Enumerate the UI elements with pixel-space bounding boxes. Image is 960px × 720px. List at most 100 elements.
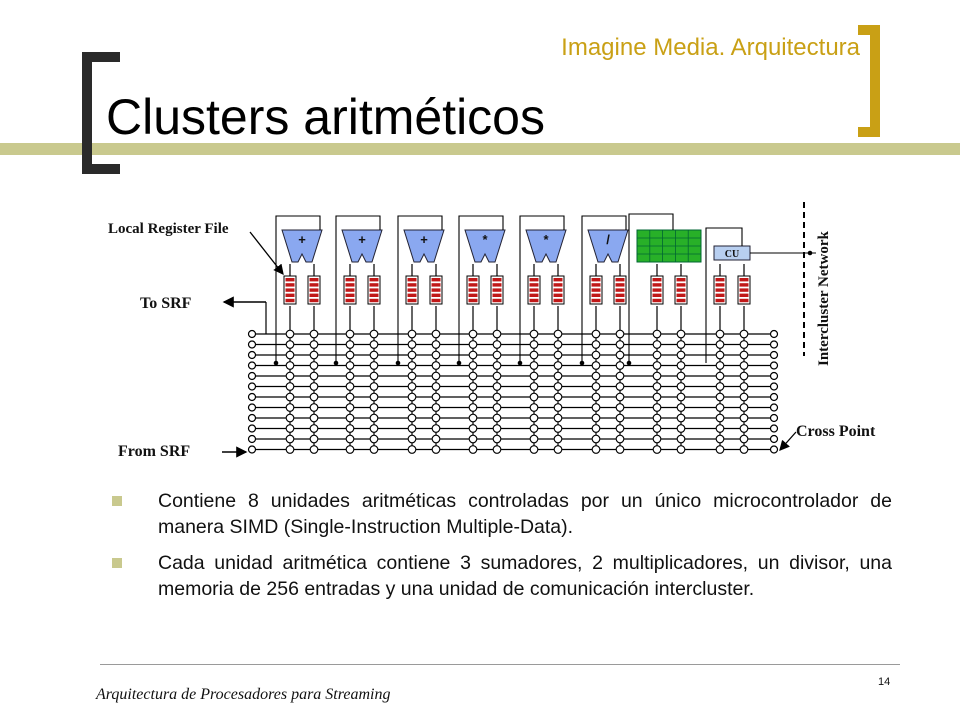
- cross-point-node: [553, 340, 563, 349]
- cross-point-node: [591, 350, 601, 360]
- register-cell: [615, 298, 625, 303]
- bus-right-node: [769, 371, 779, 381]
- cross-point-node: [492, 403, 502, 412]
- cross-point-node: [431, 434, 441, 444]
- feedback-path: [335, 215, 381, 363]
- cross-point-node: [529, 413, 539, 423]
- cross-point-node: [369, 382, 379, 391]
- cross-point-node: [615, 382, 625, 391]
- register-cell: [715, 278, 725, 282]
- cross-point-node: [285, 340, 295, 349]
- cross-point-node: [431, 371, 441, 381]
- cross-point-node: [492, 371, 502, 381]
- cross-point-node: [615, 350, 625, 360]
- register-cell: [553, 293, 563, 297]
- register-cell: [309, 278, 319, 282]
- cross-point-node: [529, 340, 539, 349]
- cross-point-node: [553, 382, 563, 391]
- bullet-item: Cada unidad aritmética contiene 3 sumado…: [112, 550, 892, 602]
- cross-point-node: [676, 403, 686, 412]
- cross-point-node: [615, 371, 625, 381]
- register-cell: [492, 293, 502, 297]
- cross-point-node: [345, 340, 355, 349]
- feedback-junction: [456, 360, 462, 366]
- cross-point-node: [407, 413, 417, 423]
- cross-point-node: [309, 371, 319, 381]
- cross-point-node: [492, 350, 502, 360]
- slide-subtitle: Imagine Media. Arquitectura: [561, 34, 860, 61]
- register-cell: [652, 288, 662, 292]
- register-cell: [431, 293, 441, 297]
- register-cell: [407, 288, 417, 292]
- register-cell: [715, 298, 725, 303]
- cross-point-node: [407, 434, 417, 444]
- cross-point-node: [615, 361, 625, 370]
- cross-point-node: [715, 340, 725, 349]
- cross-point-node: [369, 350, 379, 360]
- cross-point-node: [407, 340, 417, 349]
- cross-point-node: [529, 329, 539, 339]
- register-cell: [309, 298, 319, 303]
- cross-point-node: [739, 329, 749, 339]
- register-cell: [285, 288, 295, 292]
- cross-point-node: [285, 434, 295, 444]
- register-cell: [739, 293, 749, 297]
- feedback-path: [628, 213, 674, 363]
- cross-point-node: [369, 340, 379, 349]
- cross-point-node: [591, 403, 601, 412]
- register-cell: [715, 288, 725, 292]
- register-cell: [285, 283, 295, 287]
- cross-point-label: Cross Point: [796, 423, 876, 440]
- cross-point-node: [468, 361, 478, 370]
- cross-point-node: [369, 371, 379, 381]
- cross-point-node: [468, 382, 478, 391]
- bullet-square-icon: [112, 550, 158, 602]
- left-bracket-top: [82, 52, 120, 62]
- feedback-junction: [579, 360, 585, 366]
- register-cell: [407, 298, 417, 303]
- cross-point-node: [285, 361, 295, 370]
- cross-point-node: [407, 361, 417, 370]
- cross-point-node: [615, 434, 625, 444]
- bullet-item: Contiene 8 unidades aritméticas controla…: [112, 488, 892, 540]
- cross-point-node: [591, 445, 601, 454]
- cross-point-node: [553, 403, 563, 412]
- cross-point-node: [553, 445, 563, 454]
- alu-symbol: *: [482, 232, 488, 247]
- bus-left-node: [247, 445, 257, 454]
- alu-unit: [525, 229, 567, 263]
- bus-left-node: [247, 403, 257, 412]
- cross-point-node: [652, 424, 662, 433]
- register-cell: [652, 283, 662, 287]
- cross-point-node: [715, 445, 725, 454]
- bus-left-node: [247, 350, 257, 360]
- bullet-text: Cada unidad aritmética contiene 3 sumado…: [158, 552, 892, 600]
- cross-point-node: [431, 329, 441, 339]
- feedback-path: [458, 215, 504, 363]
- register-cell: [431, 278, 441, 282]
- footer-text: Arquitectura de Procesadores para Stream…: [96, 686, 391, 703]
- cross-point-node: [407, 371, 417, 381]
- register-cell: [615, 293, 625, 297]
- register-cell: [652, 293, 662, 297]
- cross-point-node: [345, 445, 355, 454]
- cross-point-node: [369, 403, 379, 412]
- from-srf-label: From SRF: [118, 443, 190, 460]
- bus-right-node: [769, 424, 779, 433]
- cross-point-node: [468, 350, 478, 360]
- register-cell: [369, 288, 379, 292]
- register-cell: [652, 298, 662, 303]
- cross-point-node: [715, 361, 725, 370]
- cross-point-node: [615, 445, 625, 454]
- register-cell: [591, 288, 601, 292]
- cross-point-node: [529, 424, 539, 433]
- register-cell: [407, 293, 417, 297]
- cross-point-node: [615, 392, 625, 402]
- cross-point-node: [285, 445, 295, 454]
- bus-right-node: [769, 361, 779, 370]
- cross-point-node: [369, 329, 379, 339]
- register-cell: [468, 293, 478, 297]
- cross-point-node: [309, 445, 319, 454]
- register-cell: [431, 283, 441, 287]
- register-cell: [529, 283, 539, 287]
